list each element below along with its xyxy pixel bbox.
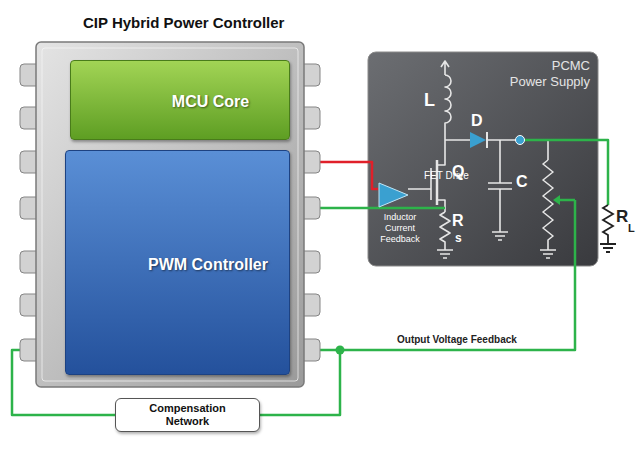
sense-resistor-label: R — [452, 212, 464, 230]
capacitor-symbol — [488, 140, 512, 240]
diode-label: D — [471, 112, 483, 130]
load-resistor-subscript: L — [628, 222, 635, 234]
pwm-controller-block: PWM Controller — [65, 150, 290, 375]
panel-ground — [368, 52, 598, 266]
node-text: Compensation Network — [136, 402, 240, 428]
inductor-symbol — [437, 75, 451, 165]
chip-body — [36, 42, 304, 387]
label-anchor: s — [455, 231, 462, 245]
signal-label: Output Voltage Feedback — [395, 334, 519, 345]
label-anchor: C — [516, 173, 528, 191]
junction-dot — [336, 346, 345, 355]
feedback-note: Inductor Current Feedback — [372, 212, 428, 245]
output-voltage-feedback-wire — [340, 200, 575, 350]
node-text: MCU Core — [168, 89, 253, 115]
sense-resistor-subscript: s — [455, 231, 462, 245]
node-text: PCMC Power Supply — [494, 58, 590, 90]
supply-arrow — [441, 61, 449, 75]
diode-bar — [486, 132, 488, 148]
power-supply-panel: PCMC Power SupplyFET Drive — [368, 52, 598, 266]
label-anchor: Output Voltage Feedback — [395, 334, 519, 345]
sense-resistor-symbol — [437, 212, 453, 258]
power-wiring — [408, 61, 556, 258]
capacitor-label: C — [516, 173, 528, 191]
chip-package: CIP Hybrid Power ControllerMCU CorePWM C… — [22, 10, 318, 395]
wiper-arrow — [553, 195, 560, 205]
divider-resistor-symbol — [540, 160, 556, 258]
label-anchor: Inductor Current Feedback — [372, 212, 428, 245]
inductor-label: L — [424, 90, 435, 111]
load-resistor-label: R — [616, 207, 628, 227]
label-anchor: R — [616, 207, 628, 227]
mosfet-channel — [436, 160, 439, 205]
feedback-wires — [318, 140, 608, 350]
node-text: PWM Controller — [144, 252, 272, 278]
diode-symbol — [470, 132, 486, 148]
label-anchor: D — [471, 112, 483, 130]
output-dot — [516, 136, 525, 145]
label-anchor: L — [628, 222, 635, 234]
compensation-box: Compensation Network — [115, 398, 260, 432]
label-anchor: R — [452, 212, 464, 230]
fet-driver: FET Drive — [378, 164, 428, 202]
driver-triangle-shape — [379, 183, 408, 207]
mosfet-label: Q — [452, 163, 464, 181]
label-anchor: Q — [452, 163, 464, 181]
chip-bevel — [42, 48, 298, 381]
node-text: CIP Hybrid Power Controller — [83, 14, 318, 31]
label-anchor: L — [424, 90, 435, 111]
load-resistor-symbol — [600, 205, 616, 252]
driver-triangle — [378, 182, 410, 208]
switch-node-wire — [445, 140, 548, 160]
mcu-core-block: MCU Core — [70, 60, 290, 140]
inductor-current-feedback-wire — [318, 207, 445, 210]
output-wire — [520, 140, 608, 205]
